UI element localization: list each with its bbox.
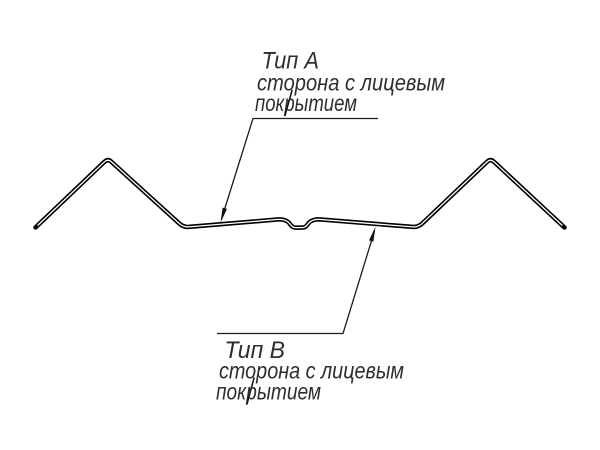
svg-text:Тип В: Тип В (225, 337, 286, 364)
svg-text:покрытием: покрытием (216, 379, 321, 405)
svg-text:Тип А: Тип А (262, 48, 320, 75)
svg-text:сторона с лицевым: сторона с лицевым (257, 70, 445, 96)
svg-text:покрытием: покрытием (255, 90, 357, 116)
svg-text:сторона с лицевым: сторона с лицевым (219, 358, 404, 384)
